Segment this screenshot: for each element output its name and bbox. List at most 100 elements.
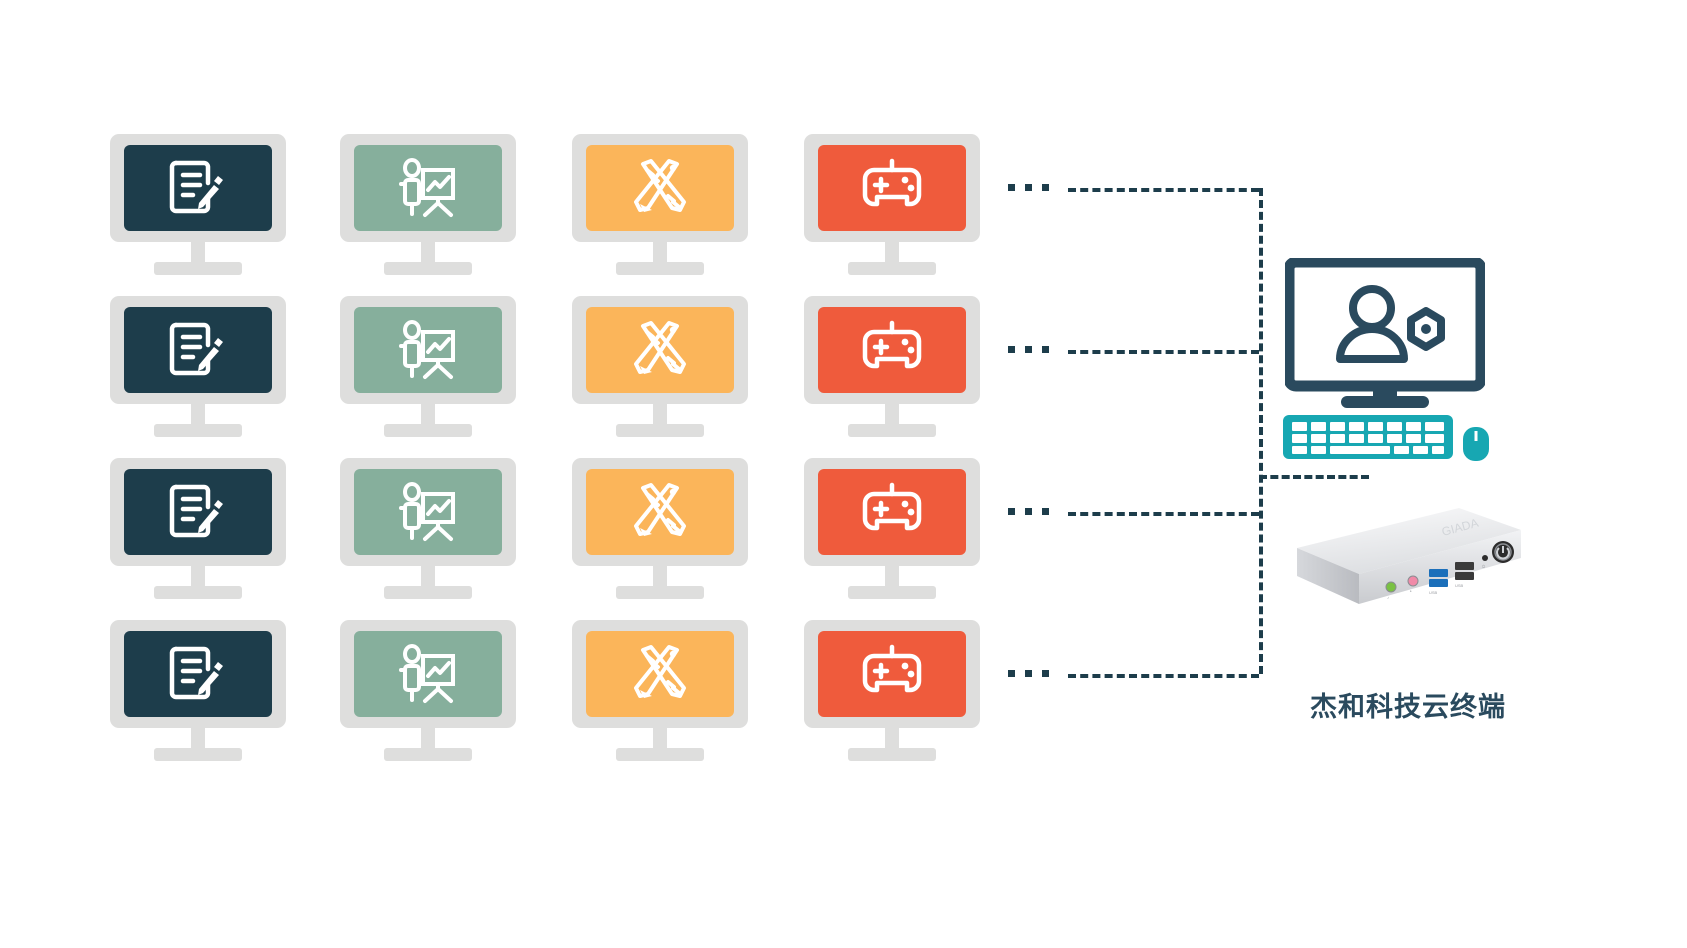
monitor-neck: [191, 242, 205, 264]
monitor-foot: [384, 748, 472, 761]
monitor-neck: [421, 404, 435, 426]
monitor-neck: [191, 728, 205, 750]
client-monitor-presentation[interactable]: [340, 620, 516, 761]
connector-trunk: [1259, 188, 1263, 674]
document-edit-icon: [169, 646, 223, 700]
monitor-neck: [885, 242, 899, 264]
monitor-foot: [384, 424, 472, 437]
client-monitor-design[interactable]: [572, 620, 748, 761]
keyboard-and-mouse[interactable]: [1283, 407, 1498, 462]
monitor-foot: [384, 262, 472, 275]
monitor-neck: [421, 728, 435, 750]
monitor-screen: [818, 307, 966, 393]
monitor-foot: [848, 262, 936, 275]
mouse-icon: [1463, 427, 1489, 461]
monitor-screen: [124, 469, 272, 555]
monitor-foot: [154, 748, 242, 761]
pencil-ruler-icon: [629, 319, 691, 381]
server-caption: 杰和科技云终端: [1310, 692, 1506, 722]
client-monitor-document[interactable]: [110, 296, 286, 437]
monitor-screen: [586, 469, 734, 555]
document-edit-icon: [167, 643, 229, 705]
gamepad-icon: [862, 644, 922, 693]
monitor-screen: [124, 307, 272, 393]
monitor-foot: [154, 586, 242, 599]
client-monitor-document[interactable]: [110, 620, 286, 761]
admin-monitor[interactable]: [1283, 256, 1487, 408]
monitor-neck: [653, 404, 667, 426]
document-edit-icon: [167, 481, 229, 543]
pencil-ruler-icon: [634, 159, 686, 212]
monitor-neck: [421, 566, 435, 588]
client-monitor-design[interactable]: [572, 296, 748, 437]
client-monitor-gaming[interactable]: [804, 296, 980, 437]
monitor-screen: [586, 307, 734, 393]
pencil-ruler-icon: [634, 321, 686, 374]
monitor-neck: [421, 242, 435, 264]
monitor-neck: [191, 404, 205, 426]
pencil-ruler-icon: [629, 643, 691, 705]
client-monitor-presentation[interactable]: [340, 134, 516, 275]
monitor-neck: [653, 566, 667, 588]
monitor-screen: [124, 631, 272, 717]
client-monitor-gaming[interactable]: [804, 134, 980, 275]
svg-text:⏻: ⏻: [1482, 564, 1486, 569]
document-edit-icon: [169, 160, 223, 214]
presentation-chart-icon: [399, 158, 455, 217]
keyboard-icon: [1283, 411, 1489, 461]
presentation-chart-icon: [397, 157, 459, 219]
monitor-foot: [616, 424, 704, 437]
monitor-foot: [384, 586, 472, 599]
monitor-foot: [154, 262, 242, 275]
monitor-foot: [616, 262, 704, 275]
row-ellipsis: [1008, 670, 1049, 677]
monitor-screen: [124, 145, 272, 231]
monitor-screen: [354, 145, 502, 231]
monitor-foot: [848, 424, 936, 437]
monitor-screen: [586, 145, 734, 231]
monitor-neck: [191, 566, 205, 588]
gamepad-icon: [861, 157, 923, 219]
gamepad-icon: [861, 643, 923, 705]
document-edit-icon: [167, 157, 229, 219]
document-edit-icon: [169, 322, 223, 376]
gamepad-icon: [861, 319, 923, 381]
monitor-screen: [818, 631, 966, 717]
monitor-foot: [616, 748, 704, 761]
gamepad-icon: [862, 158, 922, 207]
client-monitor-gaming[interactable]: [804, 620, 980, 761]
monitor-foot: [616, 586, 704, 599]
monitor-foot: [848, 586, 936, 599]
svg-text:♪: ♪: [1387, 595, 1389, 600]
gamepad-icon: [862, 482, 922, 531]
connector-branch-3: [1068, 512, 1259, 516]
monitor-neck: [653, 728, 667, 750]
client-monitor-presentation[interactable]: [340, 458, 516, 599]
client-monitor-design[interactable]: [572, 458, 748, 599]
row-ellipsis: [1008, 346, 1049, 353]
presentation-chart-icon: [397, 643, 459, 705]
client-monitor-presentation[interactable]: [340, 296, 516, 437]
monitor-screen: [354, 631, 502, 717]
client-monitor-design[interactable]: [572, 134, 748, 275]
svg-text:USB: USB: [1455, 583, 1464, 588]
client-monitor-document[interactable]: [110, 458, 286, 599]
svg-text:⚬: ⚬: [1409, 589, 1412, 594]
thin-client-device[interactable]: GIADA ♪ ⚬ USB USB ⏻: [1263, 500, 1523, 620]
monitor-screen: [354, 307, 502, 393]
monitor-neck: [885, 404, 899, 426]
gamepad-icon: [861, 481, 923, 543]
monitor-screen: [586, 631, 734, 717]
client-monitor-document[interactable]: [110, 134, 286, 275]
pencil-ruler-icon: [634, 483, 686, 536]
monitor-foot: [154, 424, 242, 437]
client-monitor-gaming[interactable]: [804, 458, 980, 599]
pencil-ruler-icon: [634, 645, 686, 698]
connector-to-server: [1259, 475, 1369, 479]
connector-branch-1: [1068, 188, 1259, 192]
monitor-neck: [885, 728, 899, 750]
monitor-screen: [818, 145, 966, 231]
gamepad-icon: [862, 320, 922, 369]
thin-client-box-icon: GIADA ♪ ⚬ USB USB ⏻: [1297, 508, 1521, 604]
monitor-neck: [653, 242, 667, 264]
